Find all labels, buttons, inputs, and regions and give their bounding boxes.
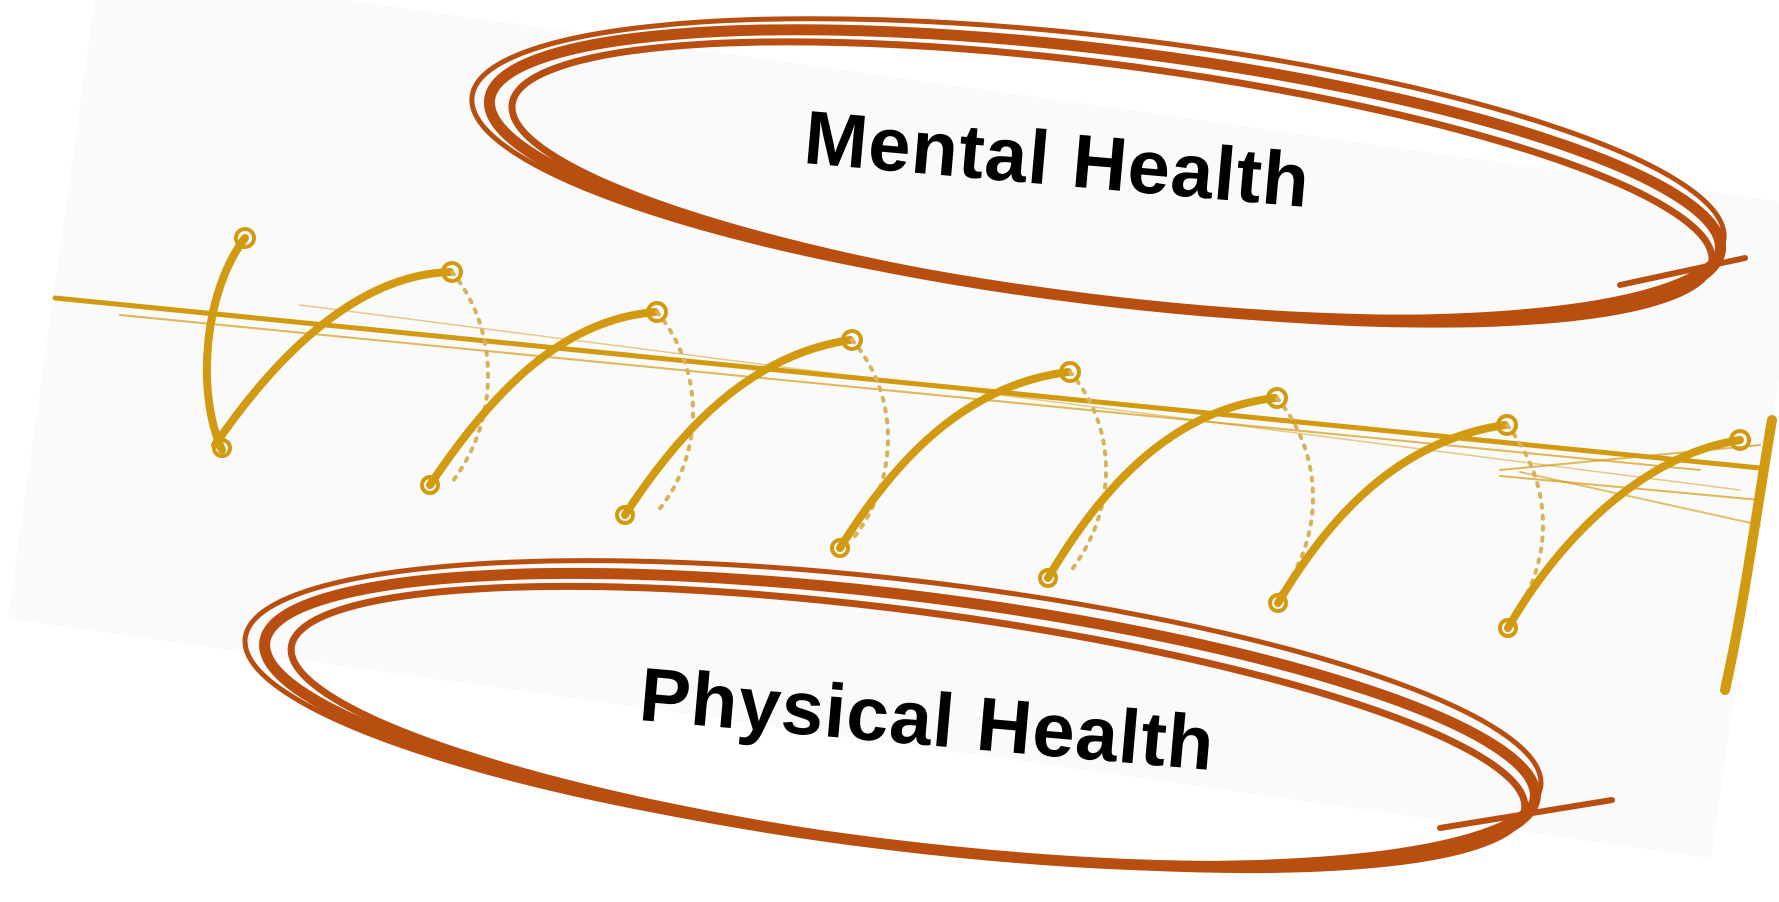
diagram-canvas: Mental Health Physical Health: [0, 0, 1779, 902]
